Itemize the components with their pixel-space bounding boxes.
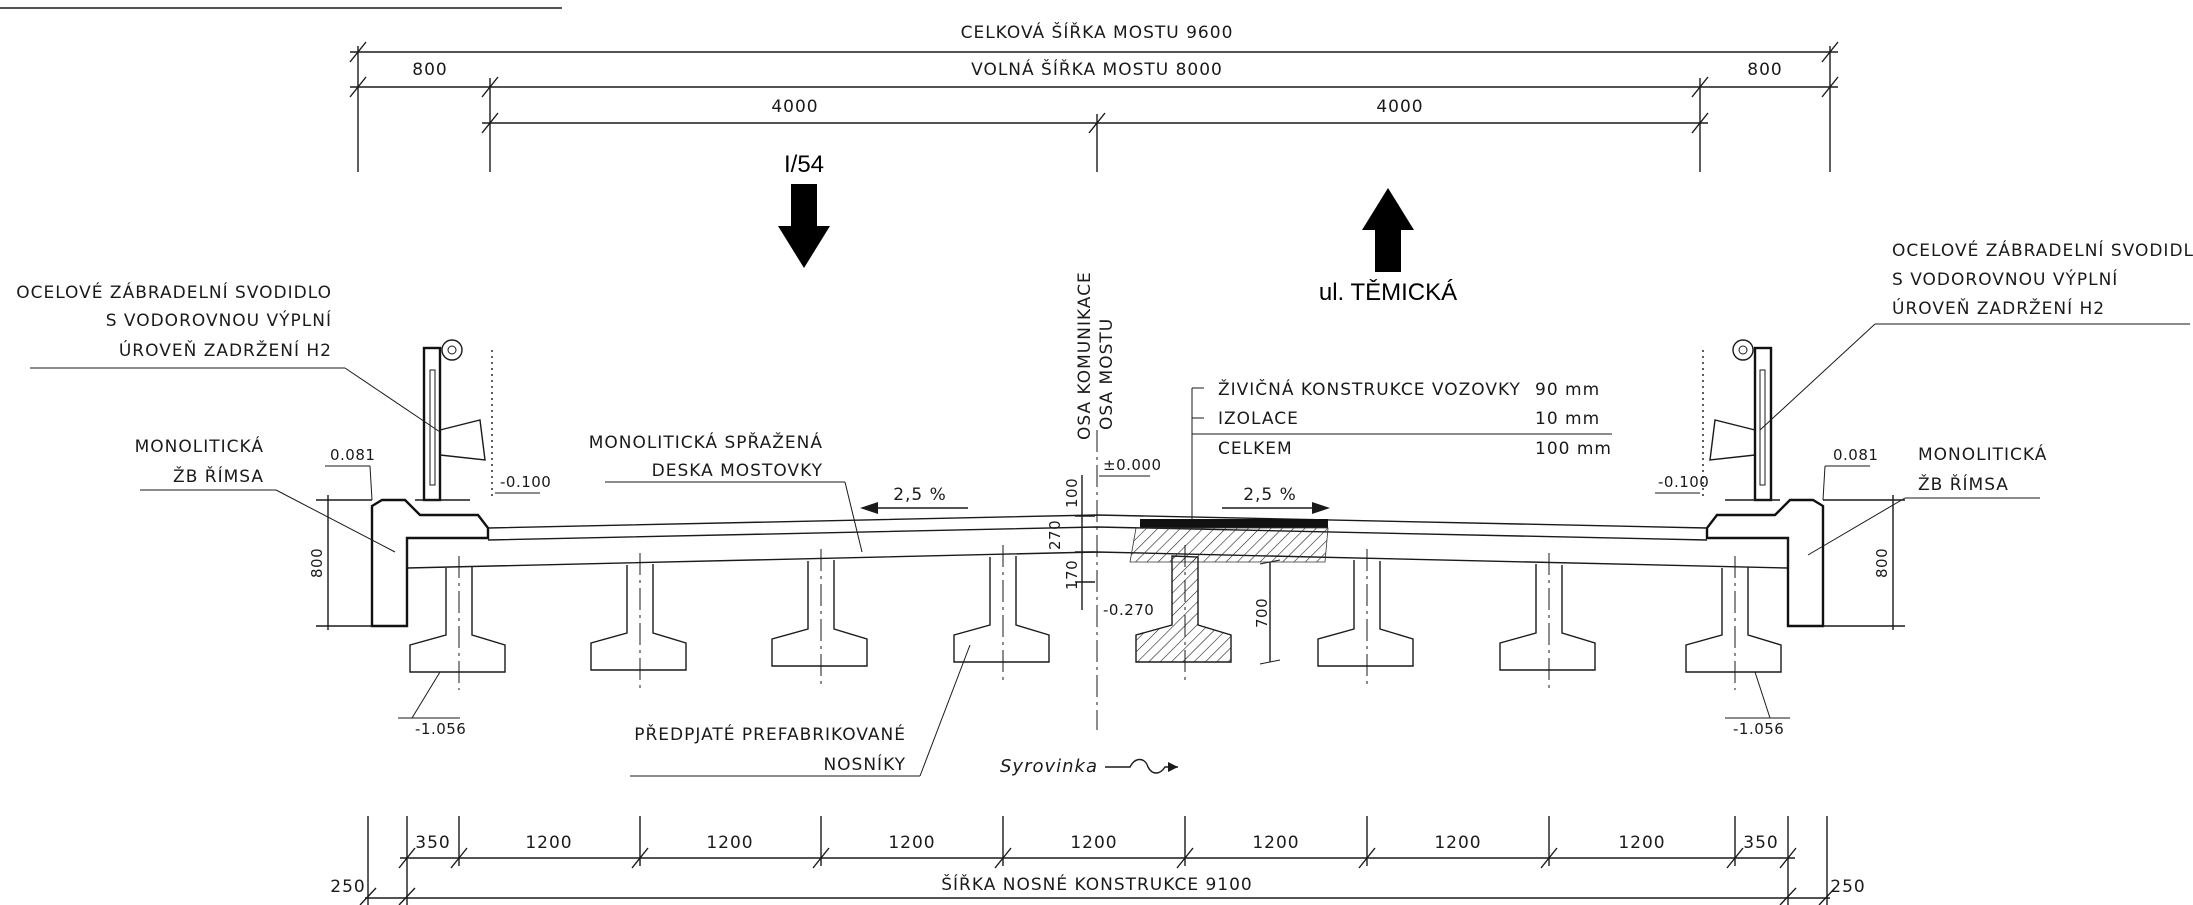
right-height-dim: 800 bbox=[1873, 548, 1891, 578]
beam-1 bbox=[409, 566, 506, 673]
beam-5-section bbox=[1135, 555, 1232, 663]
bridge-axis-label: OSA MOSTU bbox=[1097, 318, 1117, 430]
river-label: Syrovinka bbox=[1000, 756, 1098, 777]
direction-arrows: I/54 ul. TĚMICKÁ bbox=[778, 151, 1457, 306]
bottom-span-3: 1200 bbox=[706, 833, 753, 853]
structure-width-label: ŠÍŘKA NOSNÉ KONSTRUKCE 9100 bbox=[941, 873, 1253, 895]
beam-8 bbox=[1685, 567, 1782, 673]
bottom-span-6: 1200 bbox=[1252, 833, 1299, 853]
bottom-dimensions: 350 1200 1200 1200 1200 1200 1200 1200 3… bbox=[330, 816, 1865, 905]
right-slope-arrow-icon bbox=[1312, 502, 1330, 514]
bottom-span-7: 1200 bbox=[1434, 833, 1481, 853]
right-slope-label: 2,5 % bbox=[1243, 485, 1297, 505]
bottom-span-8: 1200 bbox=[1618, 833, 1665, 853]
axis-bottom-level: -0.270 bbox=[1103, 601, 1154, 619]
railing-left-line-1: OCELOVÉ ZÁBRADELNÍ SVODIDLO bbox=[16, 281, 332, 303]
deck-slab-line-2: DESKA MOSTOVKY bbox=[652, 461, 823, 481]
beam-2 bbox=[590, 564, 687, 671]
beams-line-2: NOSNÍKY bbox=[823, 753, 906, 775]
left-bottom-level: -1.056 bbox=[415, 720, 466, 738]
callouts: OCELOVÉ ZÁBRADELNÍ SVODIDLO S VODOROVNOU… bbox=[16, 239, 2193, 777]
left-height-dim: 800 bbox=[308, 548, 326, 578]
right-lane-dim: 4000 bbox=[1376, 97, 1423, 117]
right-deck-level: -0.100 bbox=[1658, 473, 1709, 491]
layer-name-1: ŽIVIČNÁ KONSTRUKCE VOZOVKY bbox=[1218, 378, 1521, 400]
side-height-dims: 800 800 bbox=[308, 495, 1905, 630]
layer-name-3: CELKEM bbox=[1218, 439, 1293, 459]
cornice-right-line-1: MONOLITICKÁ bbox=[1918, 443, 2047, 465]
railing-left-line-2: S VODOROVNOU VÝPLNÍ bbox=[106, 309, 332, 331]
beam-top-dim: 270 bbox=[1046, 520, 1064, 550]
edge-right-dim: 250 bbox=[1830, 877, 1865, 897]
layer-value-2: 10 mm bbox=[1535, 409, 1600, 429]
railing-right-line-2: S VODOROVNOU VÝPLNÍ bbox=[1892, 268, 2118, 290]
cornice-right-line-2: ŽB ŘÍMSA bbox=[1918, 473, 2009, 495]
left-lane-dim: 4000 bbox=[771, 97, 818, 117]
beam-4 bbox=[953, 556, 1050, 663]
railing-right-line-3: ÚROVEŇ ZADRŽENÍ H2 bbox=[1892, 297, 2105, 319]
right-top-level: 0.081 bbox=[1833, 446, 1878, 464]
level-marks: 0.081 0.081 -0.100 -0.100 -1.056 -1.056 bbox=[325, 446, 1878, 738]
layer-value-1: 90 mm bbox=[1535, 380, 1600, 400]
edge-left-dim: 250 bbox=[330, 877, 365, 897]
road-i54-label: I/54 bbox=[784, 151, 824, 178]
arrow-up-icon bbox=[1362, 188, 1414, 272]
right-bottom-level: -1.056 bbox=[1733, 720, 1784, 738]
top-dimensions: CELKOVÁ ŠÍŘKA MOSTU 9600 VOLNÁ ŠÍŘKA MOS… bbox=[0, 7, 1839, 172]
bridge-structure bbox=[370, 498, 1825, 690]
left-top-level: 0.081 bbox=[330, 446, 375, 464]
bottom-span-9: 350 bbox=[1743, 833, 1778, 853]
bottom-span-5: 1200 bbox=[1070, 833, 1117, 853]
beam-height-dim: 700 bbox=[1253, 598, 1271, 628]
asphalt-layer bbox=[1140, 519, 1328, 528]
bottom-span-4: 1200 bbox=[888, 833, 935, 853]
central-axes: OSA KOMUNIKACE OSA MOSTU bbox=[1075, 271, 1117, 730]
axis-vertical-dims: 100 270 170 ±0.000 -0.270 700 bbox=[1046, 456, 1281, 665]
road-temicka-label: ul. TĚMICKÁ bbox=[1319, 279, 1457, 306]
axis-zero-level: ±0.000 bbox=[1103, 456, 1162, 474]
beams-line-1: PŘEDPJATÉ PREFABRIKOVANÉ bbox=[634, 723, 906, 745]
road-axis-label: OSA KOMUNIKACE bbox=[1075, 271, 1095, 440]
cornice-left-line-1: MONOLITICKÁ bbox=[135, 435, 264, 457]
hatched-slab-section bbox=[1129, 527, 1329, 563]
bottom-span-2: 1200 bbox=[525, 833, 572, 853]
total-width-label: CELKOVÁ ŠÍŘKA MOSTU 9600 bbox=[961, 21, 1234, 43]
arrow-down-icon bbox=[778, 184, 830, 268]
river-wave-icon bbox=[1105, 758, 1178, 774]
slopes: 2,5 % 2,5 % bbox=[860, 485, 1330, 514]
right-cornice-dim: 800 bbox=[1747, 60, 1782, 80]
slab-thickness-dim: 100 bbox=[1063, 478, 1081, 508]
right-cornice bbox=[1705, 498, 1825, 628]
left-railing bbox=[415, 339, 493, 502]
left-slope-label: 2,5 % bbox=[893, 485, 947, 505]
beam-7 bbox=[1499, 564, 1596, 671]
railing-right-line-1: OCELOVÉ ZÁBRADELNÍ SVODIDLO bbox=[1892, 239, 2193, 261]
right-railing bbox=[1702, 339, 1780, 502]
beam-6 bbox=[1317, 560, 1414, 667]
left-cornice-dim: 800 bbox=[412, 60, 447, 80]
bottom-span-1: 350 bbox=[415, 833, 450, 853]
left-cornice bbox=[370, 498, 490, 628]
deck-slab-line-1: MONOLITICKÁ SPŘAŽENÁ bbox=[589, 431, 823, 453]
beam-3 bbox=[771, 560, 868, 667]
beam-mid-dim: 170 bbox=[1063, 560, 1081, 590]
left-deck-level: -0.100 bbox=[500, 473, 551, 491]
layer-name-2: IZOLACE bbox=[1218, 409, 1299, 429]
layer-value-3: 100 mm bbox=[1535, 439, 1612, 459]
railings bbox=[415, 339, 1780, 502]
free-width-label: VOLNÁ ŠÍŘKA MOSTU 8000 bbox=[971, 58, 1223, 80]
left-slope-arrow-icon bbox=[860, 502, 878, 514]
cornice-left-line-2: ŽB ŘÍMSA bbox=[173, 465, 264, 487]
railing-left-line-3: ÚROVEŇ ZADRŽENÍ H2 bbox=[119, 339, 332, 361]
